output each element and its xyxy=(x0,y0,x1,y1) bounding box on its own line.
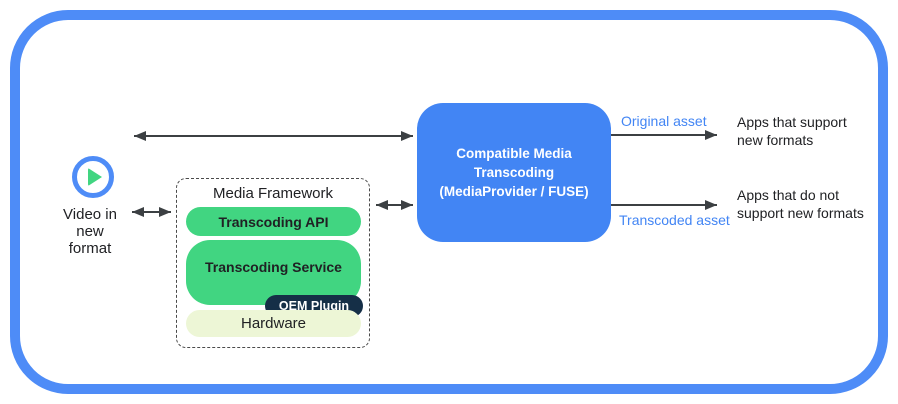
transcoding-service-layer: Transcoding Service OEM Plugin xyxy=(186,240,363,317)
video-source-label: Video in new format xyxy=(63,206,117,257)
transcoding-service-label: Transcoding Service xyxy=(205,258,342,275)
transcoded-asset-label: Transcoded asset xyxy=(619,212,730,228)
diagram-border xyxy=(10,10,888,394)
hardware-label: Hardware xyxy=(240,315,307,332)
hardware-layer: Hardware xyxy=(186,310,361,337)
apps-support-label: Apps that support new formats xyxy=(737,114,847,148)
play-triangle-icon xyxy=(88,168,102,186)
transcoding-box-label: Compatible Media Transcoding (MediaProvi… xyxy=(439,146,589,199)
play-icon xyxy=(72,156,114,198)
transcoding-box: Compatible Media Transcoding (MediaProvi… xyxy=(417,103,611,242)
media-framework-box: Media Framework Transcoding API Transcod… xyxy=(176,178,370,348)
media-framework-title: Media Framework xyxy=(212,185,334,202)
original-asset-label: Original asset xyxy=(621,113,707,129)
apps-no-support-label: Apps that do not support new formats xyxy=(737,187,864,221)
oem-plugin-label: OEM Plugin xyxy=(278,298,350,313)
transcoding-api-layer: Transcoding API xyxy=(186,207,361,236)
transcoding-api-label: Transcoding API xyxy=(218,213,329,230)
